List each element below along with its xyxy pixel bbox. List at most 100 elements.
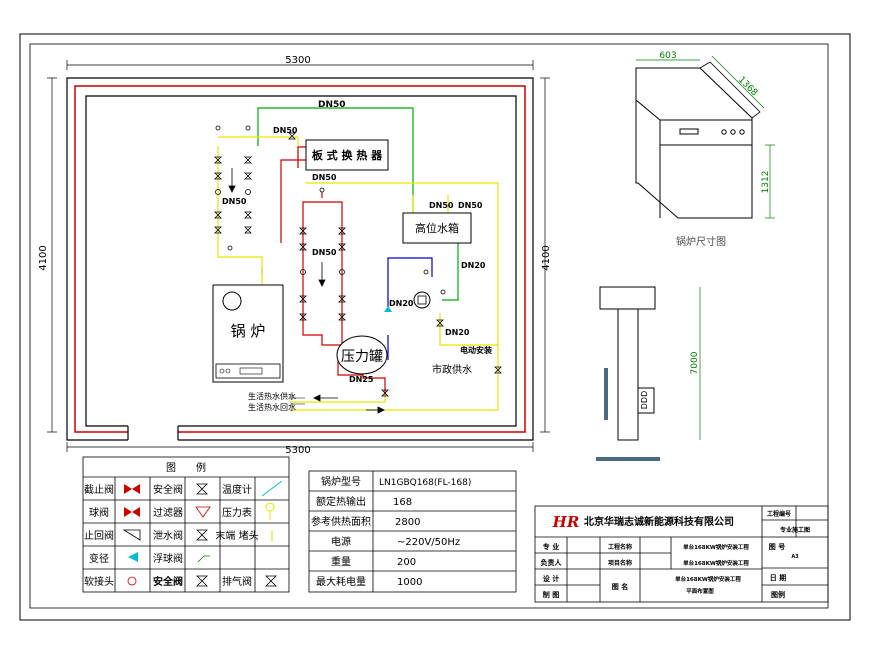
chimney-label: DDD — [640, 391, 649, 409]
pressure-tank-label: 压力罐 — [341, 349, 383, 365]
boiler-size-label: 锅炉尺寸图 — [676, 235, 726, 248]
dim-left-height: 4100 — [38, 245, 49, 270]
eng-name-value: 单台168KW锅炉安装工程 — [683, 543, 749, 551]
role-draw: 制 图 — [543, 590, 559, 599]
proj-name-value: 单台168KW锅炉安装工程 — [683, 559, 749, 567]
heat-exchanger: 板 式 换 热 器 — [305, 139, 389, 171]
legend-table — [82, 456, 290, 593]
legend-label: 软接头 — [84, 575, 114, 588]
spec-value: 2800 — [395, 517, 420, 528]
dim-boiler-depth: 1368 — [736, 75, 759, 98]
dim-boiler-width: 603 — [659, 51, 676, 61]
label-dn50-small: DN50 — [273, 126, 298, 135]
spec-value: LN1GBQ168(FL-168) — [379, 478, 471, 488]
dim-right-height: 4100 — [541, 245, 552, 270]
hot-return-label: 生活热水回水 — [248, 402, 296, 412]
label-dn50-tank-a: DN50 — [429, 201, 454, 210]
hot-supply-label: 生活热水供水 — [248, 391, 296, 401]
boiler: 锅 炉 — [212, 284, 284, 383]
boiler-label: 锅 炉 — [231, 322, 266, 340]
role-specialty: 专 业 — [543, 542, 559, 551]
chimney-drawing — [599, 286, 656, 441]
dim-boiler-height: 1312 — [761, 171, 771, 194]
thermometer-icon — [261, 480, 283, 497]
dim-top-width: 5300 — [285, 55, 310, 66]
boiler-size-drawing — [635, 61, 761, 219]
legend-label: 过滤器 — [153, 506, 183, 519]
dim-bottom-width: 5300 — [285, 445, 310, 456]
spec-value: 200 — [397, 557, 416, 568]
electric-valve-label: 电动安装 — [460, 345, 492, 355]
filter-icon — [195, 506, 211, 518]
role-design: 设 计 — [543, 574, 559, 583]
legend-label: 泄水阀 — [153, 529, 183, 542]
label-dn20-right: DN20 — [461, 261, 486, 270]
legend-label: 安全阀 — [153, 483, 183, 496]
pressure-gauge-icon — [265, 502, 275, 512]
legend-symbols — [122, 480, 283, 587]
legend-label: 球阀 — [89, 506, 109, 519]
boiler-size-dims — [636, 55, 775, 219]
pressure-tank: 压力罐 — [336, 335, 388, 375]
safety-valve-icon — [196, 483, 208, 495]
label-dn20-low: DN20 — [445, 328, 470, 337]
flexible-joint-icon — [127, 576, 137, 586]
date-label: 日 期 — [770, 573, 786, 582]
spec-value: ~220V/50Hz — [397, 537, 460, 548]
spec-label: 参考供热面积 — [311, 515, 371, 528]
legend-label: 温度计 — [222, 483, 252, 496]
vent-valve-icon — [265, 575, 277, 587]
label-dn50-top: DN50 — [318, 100, 346, 110]
drawing-name-label: 图 名 — [612, 582, 628, 591]
spec-label: 重量 — [331, 555, 351, 568]
dimension-lines — [47, 60, 550, 452]
legend-label: 止回阀 — [84, 529, 114, 542]
scale-label: 图例 — [771, 590, 785, 599]
red-valve-icon — [124, 484, 140, 494]
check-valve-icon — [122, 529, 141, 541]
float-valve-icon — [197, 555, 210, 563]
legend-label: 压力表 — [222, 506, 252, 519]
reducer-icon — [128, 552, 138, 562]
high-tank-label: 高位水箱 — [415, 221, 459, 235]
legend-label: 安全阀 — [153, 575, 183, 588]
legend-label: 排气阀 — [222, 575, 252, 588]
flow-arrows — [228, 168, 385, 414]
company-name: 北京华瑞志诚新能源科技有限公司 — [584, 515, 734, 528]
dim-chimney-height: 7000 — [690, 351, 700, 374]
title-block — [534, 505, 829, 603]
company-logo: HR — [552, 513, 580, 531]
room-walls — [66, 77, 534, 441]
label-dn50-mid2: DN50 — [312, 248, 337, 257]
high-tank: 高位水箱 — [402, 212, 472, 244]
project-no-label: 工程编号 — [767, 510, 791, 518]
proj-name-label: 项目名称 — [608, 559, 632, 567]
city-water-label: 市政供水 — [432, 363, 472, 376]
circulation-pump — [384, 291, 431, 312]
role-lead: 负责人 — [541, 558, 563, 567]
spec-value: 1000 — [397, 577, 422, 588]
label-dn50-tank-b: DN50 — [458, 201, 483, 210]
outer-border — [19, 33, 851, 621]
drawing-no-label: 图 号 — [769, 542, 785, 551]
eng-name-label: 工程名称 — [608, 543, 632, 551]
legend-label: 截止阀 — [84, 483, 114, 496]
chimney-support — [604, 368, 608, 420]
legend-label: 变径 — [89, 552, 109, 565]
legend-title: 图 例 — [166, 461, 206, 474]
specs-table — [308, 470, 517, 593]
red-valve-icon — [124, 507, 140, 517]
legend-label: 浮球阀 — [153, 552, 183, 565]
label-dn50-left: DN50 — [222, 197, 247, 206]
drawing-name-value-2: 平面布置图 — [686, 587, 714, 595]
spec-value: 168 — [393, 497, 412, 508]
spec-label: 锅炉型号 — [321, 475, 361, 488]
valve-symbols — [214, 125, 502, 397]
label-dn25: DN25 — [349, 375, 374, 384]
spec-label: 电源 — [331, 535, 351, 548]
drain-valve-icon — [196, 529, 208, 541]
legend-label: 末端 堵头 — [215, 529, 258, 542]
spec-label: 额定热输出 — [316, 495, 366, 508]
legend-labels: 截止阀 球阀 止回阀 变径 软接头 安全阀 过滤器 泄水阀 浮球阀 安全阀 温度… — [84, 483, 259, 588]
